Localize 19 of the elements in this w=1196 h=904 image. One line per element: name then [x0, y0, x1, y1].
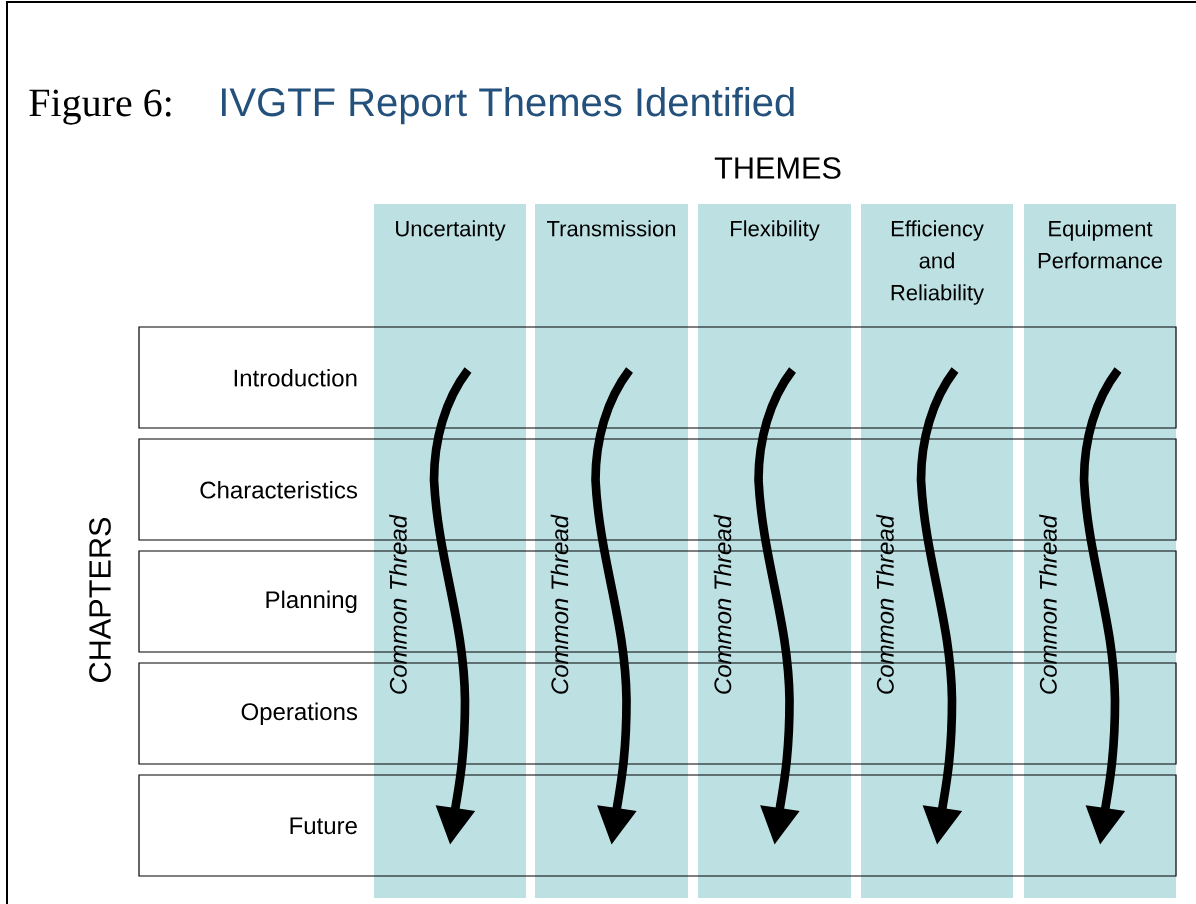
thread-label: Common Thread: [1039, 514, 1057, 694]
thread-label: Common Thread: [713, 514, 732, 694]
title: IVGTF Report Themes Identified: [221, 87, 794, 125]
chapter-label: Operations: [241, 702, 358, 725]
thread-label: Common Thread: [389, 514, 407, 694]
axis-heading: CHAPTERS: [89, 517, 111, 682]
chapter-label: Introduction: [234, 368, 357, 387]
column-heading: Uncertainty: [396, 220, 506, 241]
thread-label: Common Thread: [550, 514, 569, 694]
chapter-label: Future: [290, 817, 357, 835]
thread-label: Common Thread: [876, 514, 894, 694]
column-heading: Efficiency and Reliability: [891, 220, 984, 305]
column-heading: Flexibility: [731, 220, 820, 241]
axis-heading: THEMES: [714, 157, 841, 179]
column-heading: Transmission: [547, 220, 676, 237]
figure-number: Figure 6:: [29, 89, 171, 125]
chapter-label: Planning: [266, 590, 357, 613]
chapter-label: Characteristics: [200, 480, 358, 499]
column-heading: Equipment Performance: [1038, 220, 1162, 269]
